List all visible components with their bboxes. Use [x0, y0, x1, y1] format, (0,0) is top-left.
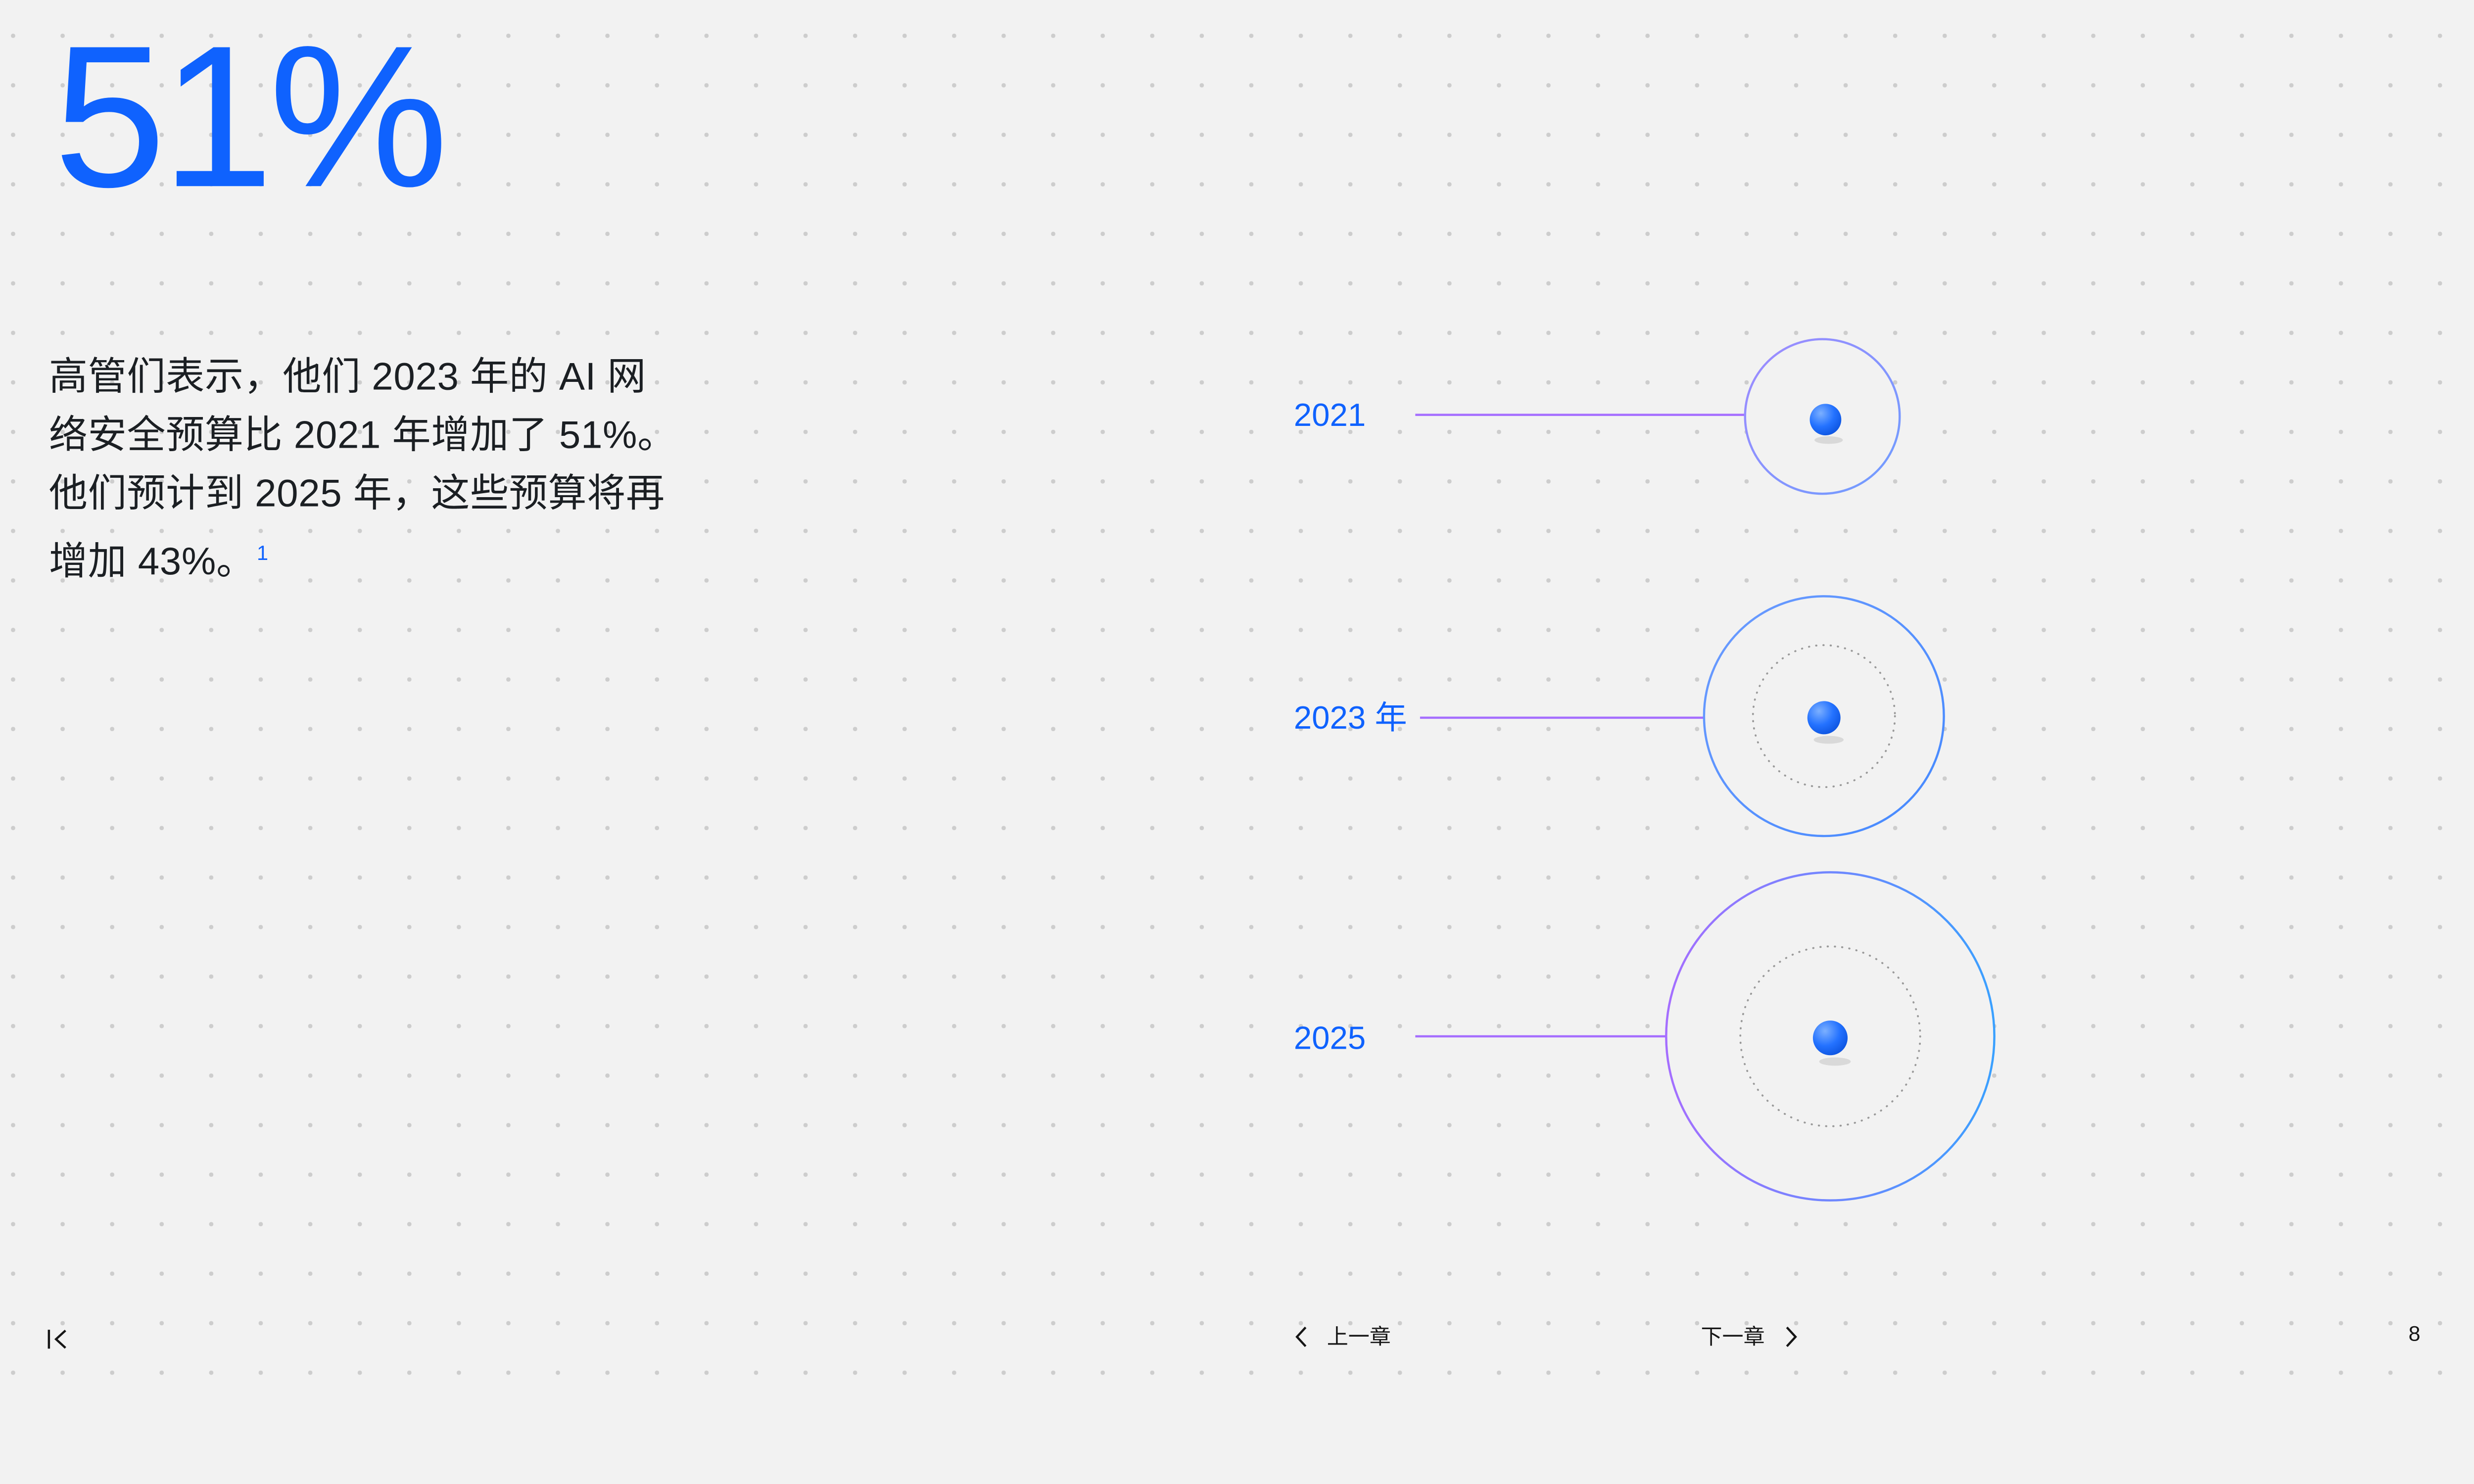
bubble-2021-sphere: [1809, 404, 1842, 436]
body-line-4: 增加 43%。1: [49, 524, 676, 592]
bubble-2025-shadow: [1819, 1057, 1851, 1066]
next-chapter-button[interactable]: 下一章: [1701, 1325, 1798, 1349]
body-line-3: 他们预计到 2025 年，这些预算将再: [48, 473, 665, 516]
bubble-2023-sphere: [1807, 701, 1841, 735]
chevron-right-icon: [1784, 1325, 1798, 1349]
bubble-2023-dotted-ring: [1752, 644, 1896, 788]
bubble-2025: 2025: [1294, 871, 1996, 1202]
bubble-2021-shadow: [1814, 436, 1843, 444]
prev-chapter-button[interactable]: 上一章: [1294, 1325, 1391, 1349]
bubble-2021-label: 2021: [1294, 397, 1366, 433]
body-line-4-text: 增加 43%。: [48, 541, 255, 584]
bubble-2023: 2023 年: [1294, 595, 1945, 837]
bubble-2025-label: 2025: [1294, 1020, 1366, 1056]
bubble-2023-ring: [1703, 595, 1945, 837]
bubble-2023-shadow: [1813, 736, 1844, 744]
bubble-2021: 2021: [1294, 338, 1901, 495]
report-slide: 51% 高管们表示，他们 2023 年的 AI 网 络安全预算比 2021 年增…: [0, 0, 2474, 1391]
skip-to-first-icon: [48, 1328, 68, 1350]
bubble-2025-ring: [1665, 871, 1996, 1202]
body-paragraph: 高管们表示，他们 2023 年的 AI 网 络安全预算比 2021 年增加了 5…: [49, 349, 676, 592]
body-line-1: 高管们表示，他们 2023 年的 AI 网: [48, 356, 647, 399]
bubble-2025-sphere: [1812, 1020, 1848, 1056]
footnote-link[interactable]: 1: [256, 541, 269, 565]
stat-headline: 51%: [53, 4, 448, 231]
skip-to-first-button[interactable]: [48, 1328, 68, 1350]
prev-chapter-label: 上一章: [1327, 1324, 1391, 1348]
bubble-2025-dotted-ring: [1739, 945, 1921, 1127]
bubble-2021-ring: [1744, 338, 1901, 495]
chevron-left-icon: [1294, 1325, 1308, 1349]
body-line-2: 络安全预算比 2021 年增加了 51%。: [48, 415, 676, 458]
page-number: 8: [2408, 1322, 2421, 1346]
slide-footer: 上一章 下一章 8: [0, 1297, 2474, 1391]
next-chapter-label: 下一章: [1701, 1324, 1765, 1348]
bubble-2023-label: 2023 年: [1294, 699, 1407, 736]
